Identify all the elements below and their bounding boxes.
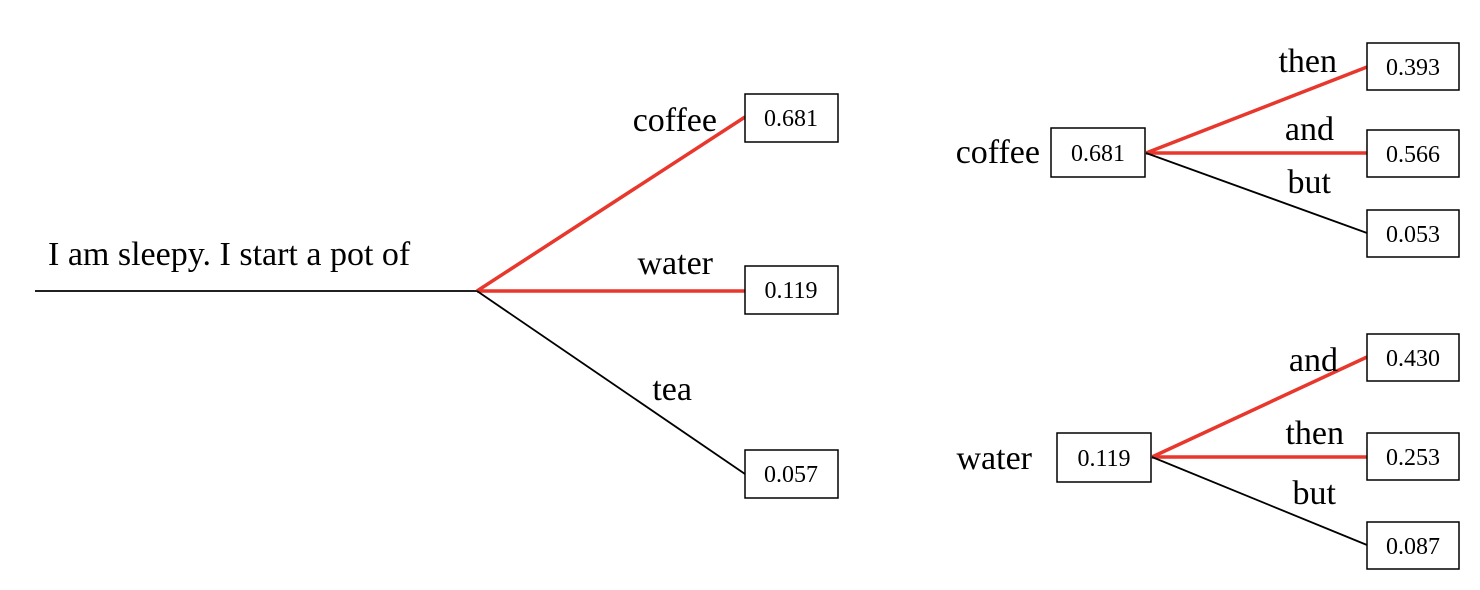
prob-value: 0.087: [1386, 534, 1440, 560]
prob-value: 0.253: [1386, 445, 1440, 471]
branch-word-and: and: [1285, 111, 1334, 148]
prob-box-but: 0.087: [1366, 521, 1460, 570]
prob-value: 0.053: [1386, 222, 1440, 248]
branch-word-then: then: [1278, 43, 1337, 80]
prob-box-and: 0.566: [1366, 129, 1460, 178]
right-tree-water: water 0.119 and then but 0.430 0.253 0.0…: [956, 333, 1460, 570]
prob-value: 0.119: [764, 278, 817, 304]
root-prob-box: 0.681: [1050, 127, 1146, 178]
edge-coffee: [476, 115, 746, 293]
prob-value: 0.430: [1386, 346, 1440, 372]
prob-box-coffee: 0.681: [744, 93, 839, 143]
prob-value: 0.119: [1077, 446, 1130, 472]
edge-but: [1145, 152, 1368, 234]
edge-but: [1151, 456, 1368, 546]
prob-box-then: 0.253: [1366, 432, 1460, 481]
branch-word-and: and: [1289, 342, 1338, 379]
branch-word-water: water: [637, 245, 713, 282]
branch-word-tea: tea: [652, 371, 692, 408]
branch-word-coffee: coffee: [633, 102, 717, 139]
left-tree: I am sleepy. I start a pot of coffee wat…: [35, 93, 839, 499]
prob-box-tea: 0.057: [744, 449, 839, 499]
edge-then: [1145, 65, 1368, 155]
prob-value: 0.681: [1071, 141, 1125, 167]
edge-tea: [476, 290, 746, 475]
prob-value: 0.681: [764, 106, 818, 132]
prob-box-water: 0.119: [744, 265, 839, 315]
prob-value: 0.393: [1386, 55, 1440, 81]
prob-box-but: 0.053: [1366, 209, 1460, 258]
prob-box-then: 0.393: [1366, 42, 1460, 91]
branch-word-then: then: [1285, 415, 1344, 452]
branch-word-but: but: [1293, 475, 1337, 512]
prob-value: 0.566: [1386, 142, 1440, 168]
right-tree-coffee: coffee 0.681 then and but 0.393 0.566 0.…: [956, 42, 1460, 258]
root-word: water: [956, 440, 1032, 477]
root-word: coffee: [956, 134, 1040, 171]
root-prob-box: 0.119: [1056, 432, 1152, 483]
prob-box-and: 0.430: [1366, 333, 1460, 382]
prob-value: 0.057: [764, 462, 818, 488]
edge-and: [1151, 355, 1368, 459]
branch-word-but: but: [1288, 164, 1332, 201]
prompt-text: I am sleepy. I start a pot of: [48, 236, 411, 273]
